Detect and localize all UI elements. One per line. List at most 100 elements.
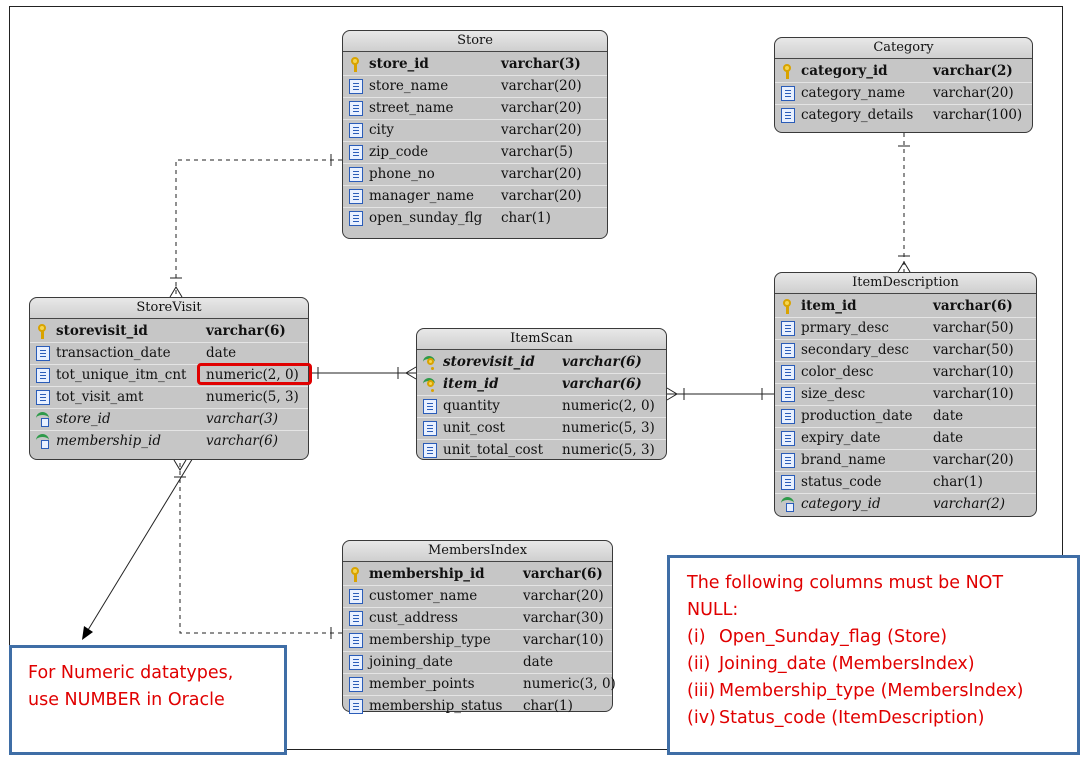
column-icon [423,421,437,436]
column-row[interactable]: size_desc varchar(10) [775,384,1036,406]
column-type: varchar(3) [206,411,279,427]
column-name: category_name [801,85,906,101]
column-type: numeric(3, 0) [523,676,616,692]
column-type: varchar(20) [933,452,1014,468]
entity-title: StoreVisit [30,298,308,319]
column-name: transaction_date [56,345,171,361]
column-name: membership_status [369,698,503,714]
column-row[interactable]: brand_name varchar(20) [775,450,1036,472]
column-type: varchar(6) [206,323,286,339]
column-name: joining_date [369,654,453,670]
column-name: phone_no [369,166,435,182]
not-null-item: (iv)Status_code (ItemDescription) [687,705,1077,732]
column-name: membership_type [369,632,491,648]
foreign-key-icon [781,497,795,512]
primary-foreign-key-icon [423,355,437,370]
column-name: category_id [801,496,881,512]
column-type: varchar(6) [562,354,642,370]
foreign-key-icon [36,434,50,449]
not-null-item-text: Membership_type (MembersIndex) [719,681,1024,701]
column-name: membership_id [369,566,485,582]
column-name: brand_name [801,452,886,468]
column-name: manager_name [369,188,474,204]
column-icon [349,189,363,204]
column-icon [781,365,795,380]
column-row[interactable]: membership_id varchar(6) [343,564,612,586]
column-name: size_desc [801,386,866,402]
column-icon [36,346,50,361]
column-type: varchar(50) [933,342,1014,358]
not-null-item-num: (iii) [687,681,716,701]
column-name: open_sunday_flg [369,210,483,226]
not-null-item-text: Joining_date (MembersIndex) [719,654,975,674]
column-name: status_code [801,474,882,490]
rel-membersindex-storevisit [179,460,342,634]
column-icon [349,211,363,226]
column-icon [781,387,795,402]
column-type: varchar(10) [933,386,1014,402]
diagram-frame [9,6,1063,750]
column-type: varchar(6) [523,566,603,582]
column-type: date [933,430,964,446]
column-type: varchar(2) [933,63,1013,79]
column-type: varchar(6) [933,298,1013,314]
column-name: zip_code [369,144,429,160]
column-icon [423,443,437,458]
column-row[interactable]: store_id varchar(3) [30,409,308,431]
foreign-key-icon [36,412,50,427]
not-null-item: (ii)Joining_date (MembersIndex) [687,651,1077,678]
not-null-item-num: (i) [687,627,706,647]
column-name: unit_cost [443,420,505,436]
column-name: store_id [56,411,111,427]
rel-store-storevisit [175,159,342,297]
primary-key-icon [36,324,50,339]
column-name: cust_address [369,610,458,626]
column-type: varchar(20) [523,588,604,604]
entity-title: ItemDescription [775,273,1036,294]
column-row[interactable]: unit_cost numeric(5, 3) [417,418,666,440]
column-name: tot_visit_amt [56,389,144,405]
column-type: numeric(5, 3) [562,420,655,436]
